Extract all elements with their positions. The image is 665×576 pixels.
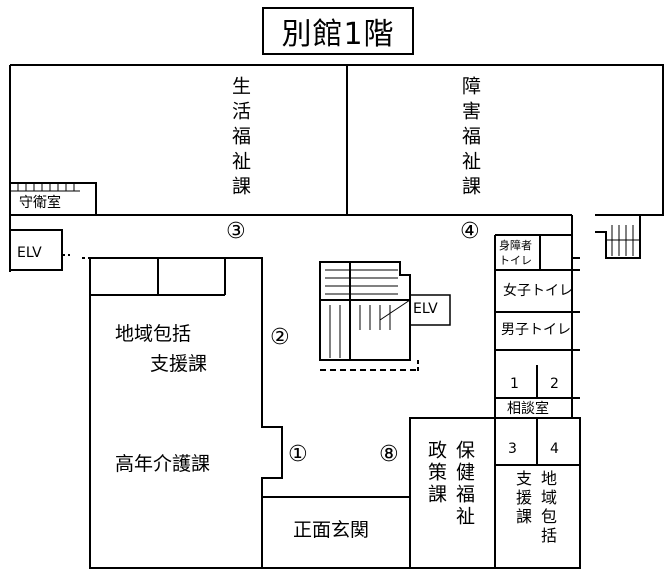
room-joshi-toilet: 女子トイレ (503, 283, 573, 299)
room-chiiki-hokatsu-line2: 支援課 (150, 353, 208, 375)
room-elv-center: ELV (413, 301, 438, 317)
elv-center-wall (410, 294, 451, 326)
room-shien-col2: 支援課 (513, 470, 532, 527)
room-soudanshitsu: 相談室 (507, 401, 549, 417)
room-shinshogaisha-line2: トイレ (499, 254, 532, 267)
room-elv-left: ELV (17, 245, 42, 261)
marker-2: ② (270, 325, 290, 350)
room-shueishitsu: 守衛室 (19, 195, 61, 211)
booth-1: 1 (510, 376, 519, 392)
marker-4: ④ (460, 219, 480, 244)
room-shinshogaisha-line1: 身障者 (499, 239, 532, 252)
guard-room-wall (10, 182, 97, 216)
room-hoken-col2: 政策課 (425, 440, 447, 506)
marker-3: ③ (226, 219, 246, 244)
center-stair (319, 261, 411, 361)
room-seikatsu-fukushi: 生活福祉課 (229, 76, 251, 201)
left-big-room (89, 257, 283, 569)
marker-1: ① (288, 442, 308, 467)
top-wing-outline (10, 64, 664, 216)
room-shomen-genkan: 正面玄関 (293, 519, 370, 541)
booth-2: 2 (550, 376, 559, 392)
marker-8: ⑧ (379, 442, 399, 467)
room-shogai-fukushi: 障害福祉課 (459, 76, 481, 201)
room-chiiki-hokatsu-line1: 地域包括 (115, 323, 192, 345)
room-hoken-col1: 保健福祉 (453, 440, 475, 528)
room-danshi-toilet: 男子トイレ (501, 322, 571, 338)
floor-title: 別館1階 (262, 7, 414, 55)
booth-4: 4 (550, 441, 559, 457)
booth-3: 3 (508, 441, 517, 457)
right-stair-wall (595, 214, 641, 259)
shien-room (494, 417, 581, 569)
room-konen-kaigo: 高年介護課 (115, 453, 211, 475)
room-shien-col1: 地域包括 (538, 470, 557, 546)
